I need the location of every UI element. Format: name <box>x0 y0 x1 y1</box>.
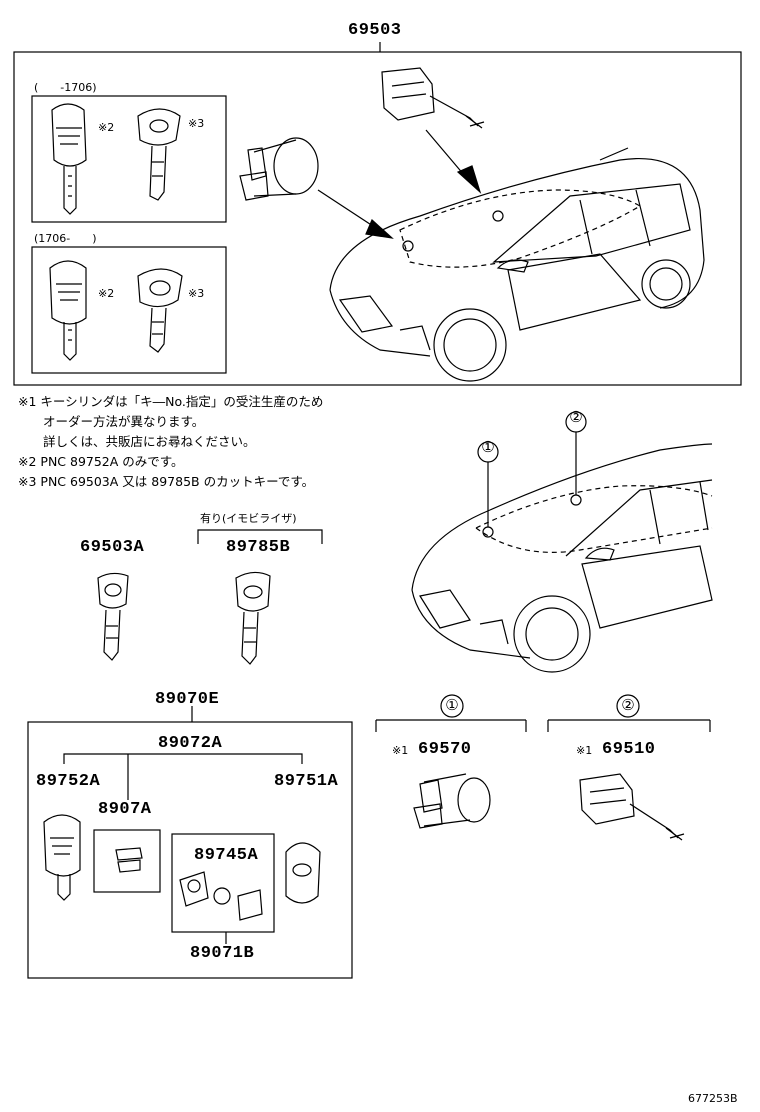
part-number-89071b[interactable]: 89071B <box>190 944 255 963</box>
transmitter-89752a-icon <box>43 814 81 901</box>
inner-bracket <box>63 753 303 764</box>
car-callout-2: ② <box>569 408 583 426</box>
part-number-69503[interactable]: 69503 <box>348 21 402 40</box>
transmitter-key-b-icon <box>49 260 87 361</box>
group-a-label: ( -1706) <box>34 81 97 94</box>
ignition-cylinder-top-icon <box>239 137 319 201</box>
car-right-illustration <box>411 411 713 673</box>
plain-key-b-icon <box>137 268 183 353</box>
door-cylinder-69510-icon <box>579 773 685 841</box>
mark-3-a: ※3 <box>188 117 205 130</box>
cylinder-circle-1: ① <box>445 696 459 714</box>
part-number-8907a[interactable]: 8907A <box>98 800 152 819</box>
part-number-89070e[interactable]: 89070E <box>155 690 220 709</box>
top-assembly-frame <box>13 51 742 386</box>
note-line-4: ※2 PNC 89752A のみです。 <box>18 454 184 469</box>
car-callout-1: ① <box>481 438 495 456</box>
circle-1-marker <box>440 694 464 718</box>
mark-3-b: ※3 <box>188 287 205 300</box>
mark-2-b: ※2 <box>98 287 115 300</box>
car-top-illustration <box>329 147 705 382</box>
door-cylinder-top-icon <box>381 67 485 129</box>
transmitter-frame <box>27 721 353 979</box>
mark-2-a: ※2 <box>98 121 115 134</box>
group-b-label: (1706- ) <box>34 232 97 245</box>
pointer-arrows <box>317 129 482 239</box>
key-group-b-box <box>31 246 227 374</box>
transmitter-key-a-icon <box>51 103 87 215</box>
ignition-cylinder-69570-icon <box>413 773 491 829</box>
part-number-89752a[interactable]: 89752A <box>36 772 101 791</box>
key-group-a-box <box>31 95 227 223</box>
notes-block: ※1 キーシリンダは「キ―No.指定」の受注生産のため オーダー方法が異なります… <box>18 392 323 492</box>
transmitter-89751a-icon <box>285 842 321 904</box>
kit-89745a-parts-icon <box>179 871 263 921</box>
immobilizer-bracket <box>197 529 323 544</box>
note-line-2: オーダー方法が異なります。 <box>18 414 205 429</box>
immobilizer-note: 有り(イモビライザ) <box>200 512 297 525</box>
plain-key-a-icon <box>137 108 181 201</box>
key-69503a-icon <box>97 572 129 661</box>
battery-cover-8907a-icon <box>115 847 143 873</box>
kit-box <box>171 833 275 933</box>
cylinder-circle-2: ② <box>621 696 635 714</box>
key-89785b-icon <box>235 571 271 665</box>
part-number-89745a[interactable]: 89745A <box>194 846 259 865</box>
note-line-1: ※1 キーシリンダは「キ―No.指定」の受注生産のため <box>18 394 324 409</box>
note-line-3: 詳しくは、共販店にお尋ねください。 <box>18 434 256 449</box>
part-number-89751a[interactable]: 89751A <box>274 772 339 791</box>
drawing-number: 677253B <box>688 1092 738 1105</box>
cylinder-left-mark: ※1 <box>392 744 409 757</box>
part-number-89785b[interactable]: 89785B <box>226 538 291 557</box>
8907a-box <box>93 829 161 893</box>
circle-2-marker <box>616 694 640 718</box>
note-line-5: ※3 PNC 69503A 又は 89785B のカットキーです。 <box>18 474 315 489</box>
part-number-89072a[interactable]: 89072A <box>158 734 223 753</box>
part-number-69503a[interactable]: 69503A <box>80 538 145 557</box>
part-number-69510[interactable]: 69510 <box>602 740 656 759</box>
part-number-69570[interactable]: 69570 <box>418 740 472 759</box>
cylinder-right-mark: ※1 <box>576 744 593 757</box>
